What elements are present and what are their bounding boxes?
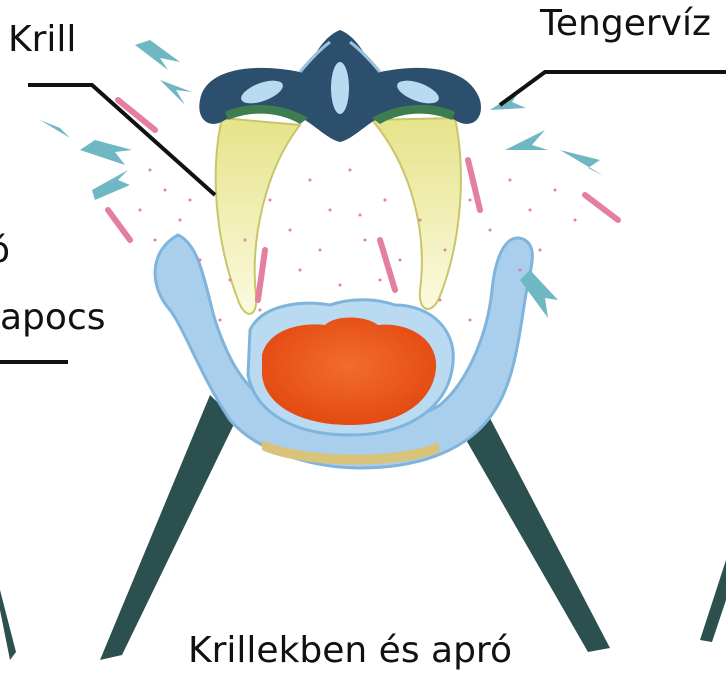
- label-apocs: apocs: [0, 300, 106, 336]
- far-right-spike: [700, 560, 726, 642]
- seawater-leader-line: [500, 72, 726, 105]
- label-krill: Krill: [8, 22, 76, 58]
- caption-text: Krillekben és apró: [188, 633, 512, 669]
- label-left-partial: ó: [0, 233, 10, 269]
- label-seawater: Tengervíz: [540, 6, 711, 42]
- left-flipper: [100, 395, 236, 660]
- skull-center-light: [331, 62, 349, 114]
- tongue: [262, 318, 436, 426]
- right-baleen-plate: [372, 118, 461, 309]
- far-left-spike: [0, 590, 16, 660]
